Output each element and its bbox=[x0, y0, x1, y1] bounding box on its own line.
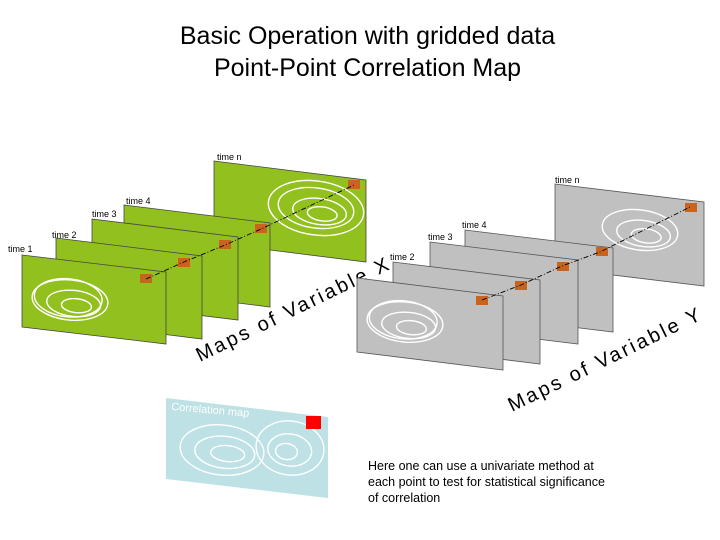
x-panel-time-1-bg bbox=[21, 254, 167, 345]
explanation-note: Here one can use a univariate method at … bbox=[368, 459, 605, 505]
variable-y-stack: time n time 4 time 3 time 2 Maps of Vari bbox=[356, 175, 706, 416]
correlation-map-contours-right bbox=[255, 420, 325, 476]
y-panel-time-1-point bbox=[476, 296, 488, 305]
x-connector-line bbox=[145, 184, 355, 280]
correlation-map: Correlation map bbox=[166, 398, 328, 498]
y-panel-time-2-label: time 2 bbox=[390, 252, 415, 262]
y-connector-line bbox=[481, 206, 691, 301]
diagram-title: Basic Operation with gridded data Point-… bbox=[0, 20, 720, 84]
x-panel-time-4-label: time 4 bbox=[126, 196, 151, 206]
y-panel-time-3-point bbox=[557, 262, 569, 271]
x-panel-time-1: time 1 bbox=[8, 244, 167, 345]
y-panel-time-2-point bbox=[515, 281, 527, 290]
x-panel-time-4-point bbox=[255, 224, 267, 233]
y-panel-time-4-label: time 4 bbox=[462, 220, 487, 230]
x-panel-time-1-contours bbox=[29, 275, 111, 325]
x-panel-time-1-point bbox=[140, 274, 152, 283]
title-line-1: Basic Operation with gridded data bbox=[179, 22, 556, 50]
x-panel-time-2-label: time 2 bbox=[52, 230, 77, 240]
y-panel-time-n-label: time n bbox=[555, 175, 580, 185]
correlation-point bbox=[306, 416, 321, 429]
y-panel-time-1-contours bbox=[364, 297, 446, 347]
y-panel-time-3-label: time 3 bbox=[428, 232, 453, 242]
x-panel-time-n-point bbox=[348, 180, 360, 189]
variable-x-stack: time n time 4 time 3 time 2 time 1 bbox=[8, 152, 395, 366]
x-panel-time-3-point bbox=[219, 240, 231, 249]
x-panel-time-1-label: time 1 bbox=[8, 244, 33, 254]
x-panel-time-3-label: time 3 bbox=[92, 209, 117, 219]
correlation-map-contours-left bbox=[179, 424, 265, 476]
x-panel-time-n-label: time n bbox=[217, 152, 242, 162]
y-panel-time-n-point bbox=[685, 203, 697, 212]
x-panel-time-2-point bbox=[178, 258, 190, 267]
y-panel-time-4-point bbox=[596, 247, 608, 256]
y-panel-time-1 bbox=[356, 277, 504, 371]
x-panel-time-n-contours bbox=[267, 179, 365, 237]
title-line-2: Point-Point Correlation Map bbox=[213, 54, 522, 82]
